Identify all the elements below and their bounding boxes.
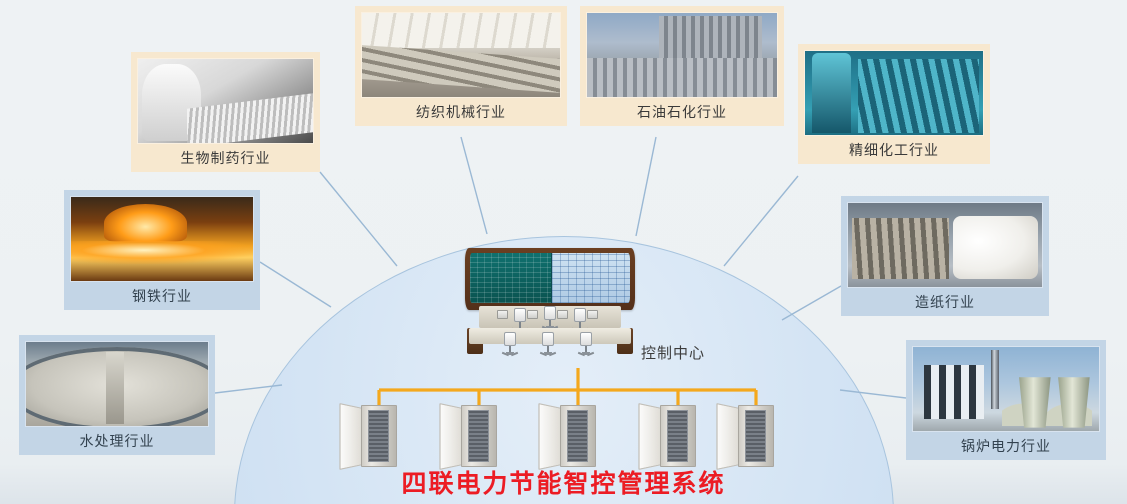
industry-photo-petrochemical [586, 12, 778, 98]
industry-label-boiler-power: 锅炉电力行业 [961, 438, 1051, 454]
cabinet-rack [745, 410, 766, 462]
industry-label-textile: 纺织机械行业 [416, 104, 506, 120]
system-title: 四联电力节能智控管理系统 [401, 469, 726, 498]
cabinet-door [439, 403, 463, 470]
industry-photo-water-treatment [25, 341, 209, 427]
industry-card-paper[interactable]: 造纸行业 [841, 196, 1049, 316]
control-center-cluster: 控制中心 [465, 248, 704, 368]
industry-photo-fine-chemical [804, 50, 984, 136]
industry-photo-paper [847, 202, 1043, 288]
scada-video-wall [465, 248, 635, 310]
cabinet-door [716, 403, 740, 470]
industry-label-petrochemical: 石油石化行业 [637, 104, 727, 120]
industry-card-textile[interactable]: 纺织机械行业 [355, 6, 567, 126]
industry-photo-steel [70, 196, 254, 282]
cabinet-rack [667, 410, 688, 462]
industry-card-water-treatment[interactable]: 水处理行业 [19, 335, 215, 455]
industry-card-steel[interactable]: 钢铁行业 [64, 190, 260, 310]
industry-card-biopharma[interactable]: 生物制药行业 [131, 52, 320, 172]
spoke-textile [460, 136, 488, 235]
operator-chair [541, 332, 555, 358]
cooling-tower-icon [1019, 377, 1051, 428]
industry-photo-textile [361, 12, 561, 98]
server-cabinet-5[interactable] [716, 403, 774, 470]
industry-card-boiler-power[interactable]: 锅炉电力行业 [906, 340, 1106, 460]
cabinet-door [538, 403, 562, 470]
operator-chair [503, 332, 517, 358]
spoke-biopharma [319, 171, 398, 267]
server-cabinet-3[interactable] [538, 403, 596, 470]
server-cabinet-4[interactable] [638, 403, 696, 470]
server-cabinet-2[interactable] [439, 403, 497, 470]
cabinet-rack [368, 410, 389, 462]
scada-screen-green-icon [470, 253, 552, 303]
spoke-petrochem [635, 136, 657, 237]
spoke-finechem [723, 175, 799, 267]
industry-label-fine-chemical: 精细化工行业 [849, 142, 939, 158]
desk-monitor [557, 310, 568, 319]
cabinet-rack [468, 410, 489, 462]
operator-chair [579, 332, 593, 358]
industry-card-petrochemical[interactable]: 石油石化行业 [580, 6, 784, 126]
industry-label-paper: 造纸行业 [915, 294, 975, 310]
smokestack-icon [991, 350, 999, 410]
industry-label-water-treatment: 水处理行业 [79, 433, 155, 449]
cabinet-rack [567, 410, 588, 462]
control-center-label: 控制中心 [641, 345, 706, 362]
desk-monitor [497, 310, 508, 319]
cooling-tower-icon [1058, 377, 1090, 428]
scada-screen-blue-icon [552, 253, 630, 303]
industry-label-biopharma: 生物制药行业 [180, 150, 271, 166]
server-cabinet-1[interactable] [339, 403, 397, 470]
desk-monitor [527, 310, 538, 319]
industry-card-fine-chemical[interactable]: 精细化工行业 [798, 44, 990, 164]
spoke-steel [259, 261, 332, 308]
industry-photo-boiler-power [912, 346, 1100, 432]
video-wall-screens [470, 253, 630, 303]
industry-label-steel: 钢铁行业 [132, 288, 192, 304]
cabinet-door [339, 403, 363, 470]
industry-photo-biopharma [137, 58, 314, 144]
desk-monitor [587, 310, 598, 319]
cabinet-door [638, 403, 662, 470]
